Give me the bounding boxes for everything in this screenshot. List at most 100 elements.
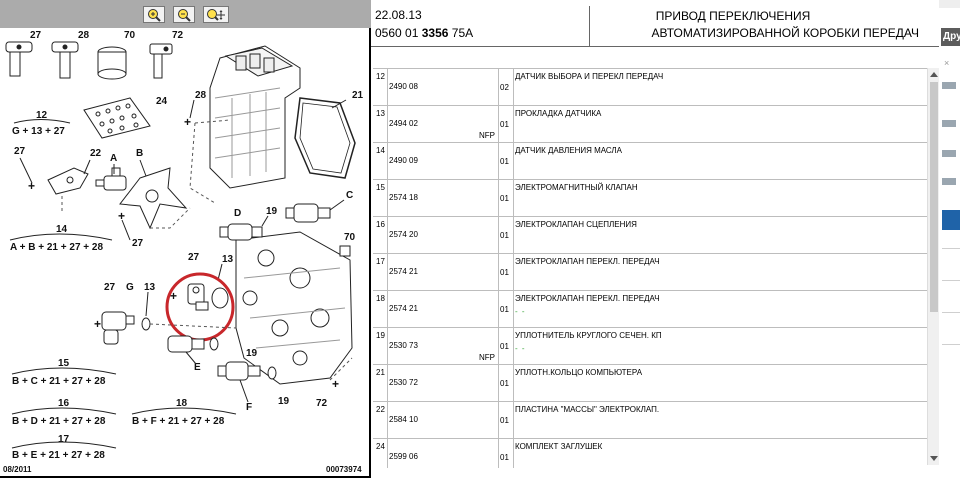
code-bold: 3356	[421, 26, 449, 40]
svg-text:+: +	[332, 377, 339, 391]
zoom-fit-icon	[207, 8, 225, 21]
zoom-in-button[interactable]	[143, 6, 165, 23]
part-number: 15	[376, 183, 385, 192]
part-ref: 2530 72	[389, 378, 418, 387]
diagram-panel: 27 28 70 72 12 G + 13 + 27 24	[0, 0, 371, 481]
part-description: КОМПЛЕКТ ЗАГЛУШЕК	[515, 442, 603, 451]
diagram-ref: 00073974	[326, 465, 362, 474]
strip-icon	[942, 150, 956, 157]
part-ref: 2574 20	[389, 230, 418, 239]
strip-blue-block	[942, 210, 960, 230]
strip-divider	[942, 248, 960, 249]
formula-17: B + E + 21 + 27 + 28	[12, 450, 105, 461]
callout-19b: 19	[246, 348, 258, 359]
part-description: УПЛОТН.КОЛЬЦО КОМПЬЮТЕРА	[515, 368, 643, 377]
callout-19: 19	[266, 206, 278, 217]
strip-divider	[942, 344, 960, 345]
page-title-line1: ПРИВОД ПЕРЕКЛЮЧЕНИЯ	[655, 9, 811, 23]
formula-18: B + F + 21 + 27 + 28	[132, 416, 225, 427]
callout-27e: 27	[104, 282, 116, 293]
formula-16: B + D + 21 + 27 + 28	[12, 416, 106, 427]
callout-27: 27	[30, 30, 42, 41]
part-description: ПРОКЛАДКА ДАТЧИКА	[515, 109, 602, 118]
callout-G: G	[126, 282, 134, 293]
valve-D-drawing	[219, 223, 263, 241]
screw-28-drawing	[51, 41, 79, 79]
part-description: ЭЛЕКТРОМАГНИТНЫЙ КЛАПАН	[515, 183, 638, 192]
nfp-flag: NFP	[479, 131, 495, 140]
callout-70b: 70	[344, 232, 356, 243]
svg-text:+: +	[184, 115, 191, 129]
valve-F-drawing	[217, 361, 261, 381]
callout-13b: 13	[144, 282, 156, 293]
scroll-up-button[interactable]	[928, 68, 940, 80]
close-icon[interactable]: ×	[944, 58, 950, 68]
parts-scrollbar[interactable]	[927, 68, 939, 465]
zoom-toolbar	[0, 0, 371, 28]
zoom-fit-button[interactable]	[203, 6, 229, 23]
callout-27b: 27	[14, 146, 26, 157]
callout-F: F	[246, 402, 252, 413]
part-number: 16	[376, 220, 385, 229]
part-qty: 01	[500, 194, 509, 203]
svg-text:+: +	[94, 317, 101, 331]
part-ref: 2494 02	[389, 119, 418, 128]
strip-icon	[942, 82, 956, 89]
part-number: 21	[376, 368, 385, 377]
part-description: ДАТЧИК ВЫБОРА И ПЕРЕКЛ ПЕРЕДАЧ	[515, 72, 664, 81]
part-number: 24	[376, 442, 385, 451]
catalog-date: 22.08.13	[375, 8, 422, 22]
callout-16: 16	[58, 398, 70, 409]
ground-plate-22-drawing	[47, 167, 89, 195]
part-variant-dash: - -	[515, 307, 526, 316]
part-ref: 2490 08	[389, 82, 418, 91]
exploded-view-drawing: 27 28 70 72 12 G + 13 + 27 24	[3, 30, 364, 474]
part-qty: 01	[500, 379, 509, 388]
nfp-flag: NFP	[479, 353, 495, 362]
scroll-down-button[interactable]	[928, 453, 940, 465]
callout-70: 70	[124, 30, 136, 41]
sensor-A-drawing	[95, 167, 127, 191]
callout-15: 15	[58, 358, 70, 369]
exploded-diagram: 27 28 70 72 12 G + 13 + 27 24	[0, 28, 371, 478]
scroll-thumb[interactable]	[930, 82, 938, 312]
valve-E-drawing	[167, 335, 205, 353]
part-ref: 2584 10	[389, 415, 418, 424]
part-qty: 02	[500, 83, 509, 92]
strip-topbar	[939, 0, 960, 8]
parts-panel: 22.08.13 0560 01 3356 75A ПРИВОД ПЕРЕКЛЮ…	[371, 0, 939, 481]
svg-text:+: +	[118, 209, 125, 223]
hydraulic-block-drawing	[235, 231, 353, 385]
svg-text:+: +	[170, 289, 177, 303]
part-ref: 2574 21	[389, 304, 418, 313]
part-ref: 2574 18	[389, 193, 418, 202]
table-row[interactable]: 15 2574 18 01 ЭЛЕКТРОМАГНИТНЫЙ КЛАПАН	[373, 179, 927, 216]
strip-divider	[942, 280, 960, 281]
callout-C: C	[346, 190, 353, 201]
part-qty: 01	[500, 268, 509, 277]
part-qty: 01	[500, 120, 509, 129]
col-divider	[513, 68, 514, 468]
part-qty: 01	[500, 305, 509, 314]
catalog-code: 0560 01 3356 75A	[375, 26, 473, 40]
formula-14: A + B + 21 + 27 + 28	[10, 242, 103, 253]
sensor-G-drawing	[101, 311, 135, 345]
diagram-date: 08/2011	[3, 465, 32, 474]
zoom-out-button[interactable]	[173, 6, 195, 23]
table-row[interactable]: 21 2530 72 01 УПЛОТН.КОЛЬЦО КОМПЬЮТЕРА	[373, 364, 927, 401]
strip-icon	[942, 120, 956, 127]
svg-text:+: +	[28, 179, 35, 193]
other-button[interactable]: Дру	[941, 28, 960, 46]
callout-D: D	[234, 208, 241, 219]
parts-header: 22.08.13 0560 01 3356 75A ПРИВОД ПЕРЕКЛЮ…	[371, 0, 939, 47]
callout-13: 13	[222, 254, 234, 265]
